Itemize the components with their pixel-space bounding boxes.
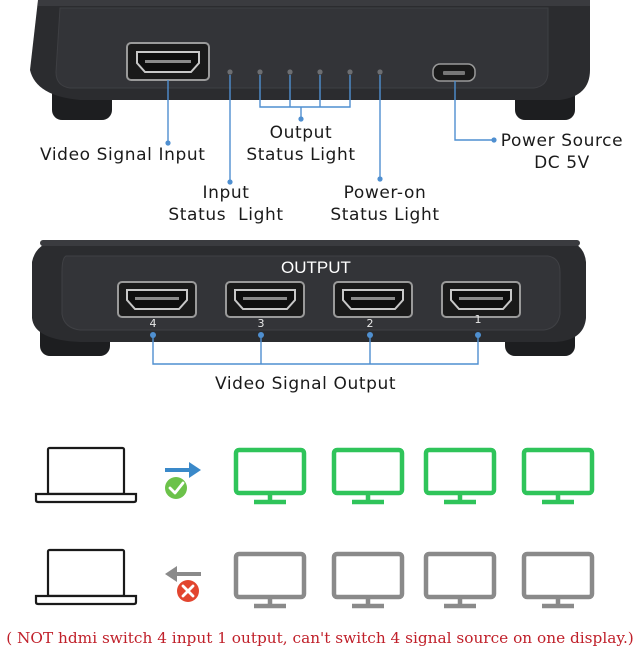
label-power-source-line2: DC 5V bbox=[534, 153, 590, 173]
check-circle-icon bbox=[165, 477, 187, 499]
label-input-status-light: Input Status Light bbox=[164, 182, 288, 226]
monitor-icon bbox=[521, 447, 595, 505]
status-leds bbox=[227, 69, 383, 75]
laptop-icon bbox=[34, 446, 138, 504]
label-input-status-line2: Status Light bbox=[168, 205, 284, 225]
port-number-2: 2 bbox=[367, 317, 374, 330]
monitor-icon bbox=[331, 551, 405, 609]
hdmi-output-port-4 bbox=[117, 281, 197, 318]
label-input-status-line1: Input bbox=[202, 183, 250, 203]
laptop-icon bbox=[34, 548, 138, 606]
label-video-signal-output: Video Signal Output bbox=[215, 374, 397, 394]
monitor-icon bbox=[521, 551, 595, 609]
port-number-4: 4 bbox=[150, 317, 157, 330]
output-panel-title: OUTPUT bbox=[281, 258, 351, 277]
hdmi-output-port-2 bbox=[333, 281, 413, 318]
hdmi-output-port-3 bbox=[225, 281, 305, 318]
device-output-side: OUTPUT 4 3 2 1 bbox=[32, 240, 586, 356]
port-number-3: 3 bbox=[258, 317, 265, 330]
label-power-on-line2: Status Light bbox=[330, 205, 440, 225]
label-output-status-line2: Status Light bbox=[246, 145, 356, 165]
label-power-on-line1: Power-on bbox=[343, 183, 427, 203]
hdmi-input-port bbox=[126, 42, 210, 81]
warning-notice: ( NOT hdmi switch 4 input 1 output, can'… bbox=[6, 629, 634, 647]
port-number-1: 1 bbox=[475, 313, 482, 326]
label-power-on-status-light: Power-on Status Light bbox=[326, 182, 444, 226]
label-power-source-line1: Power Source bbox=[500, 131, 624, 151]
device-input-side bbox=[30, 0, 590, 120]
micro-usb-port bbox=[432, 63, 476, 82]
hdmi-output-port-1 bbox=[441, 281, 521, 318]
label-output-status-line1: Output bbox=[269, 123, 333, 143]
label-video-signal-input: Video Signal Input bbox=[40, 145, 206, 165]
monitor-icon bbox=[331, 447, 405, 505]
monitor-icon bbox=[423, 447, 497, 505]
label-power-source: Power Source DC 5V bbox=[498, 130, 626, 174]
callout-lines-bottom bbox=[150, 332, 481, 365]
callout-lines-top bbox=[165, 75, 497, 185]
monitor-icon bbox=[233, 447, 307, 505]
label-output-status-light: Output Status Light bbox=[240, 122, 362, 166]
arrow-right-icon bbox=[165, 462, 201, 478]
cross-circle-icon bbox=[177, 580, 199, 602]
monitor-icon bbox=[233, 551, 307, 609]
arrow-left-icon bbox=[165, 566, 201, 582]
monitor-icon bbox=[423, 551, 497, 609]
